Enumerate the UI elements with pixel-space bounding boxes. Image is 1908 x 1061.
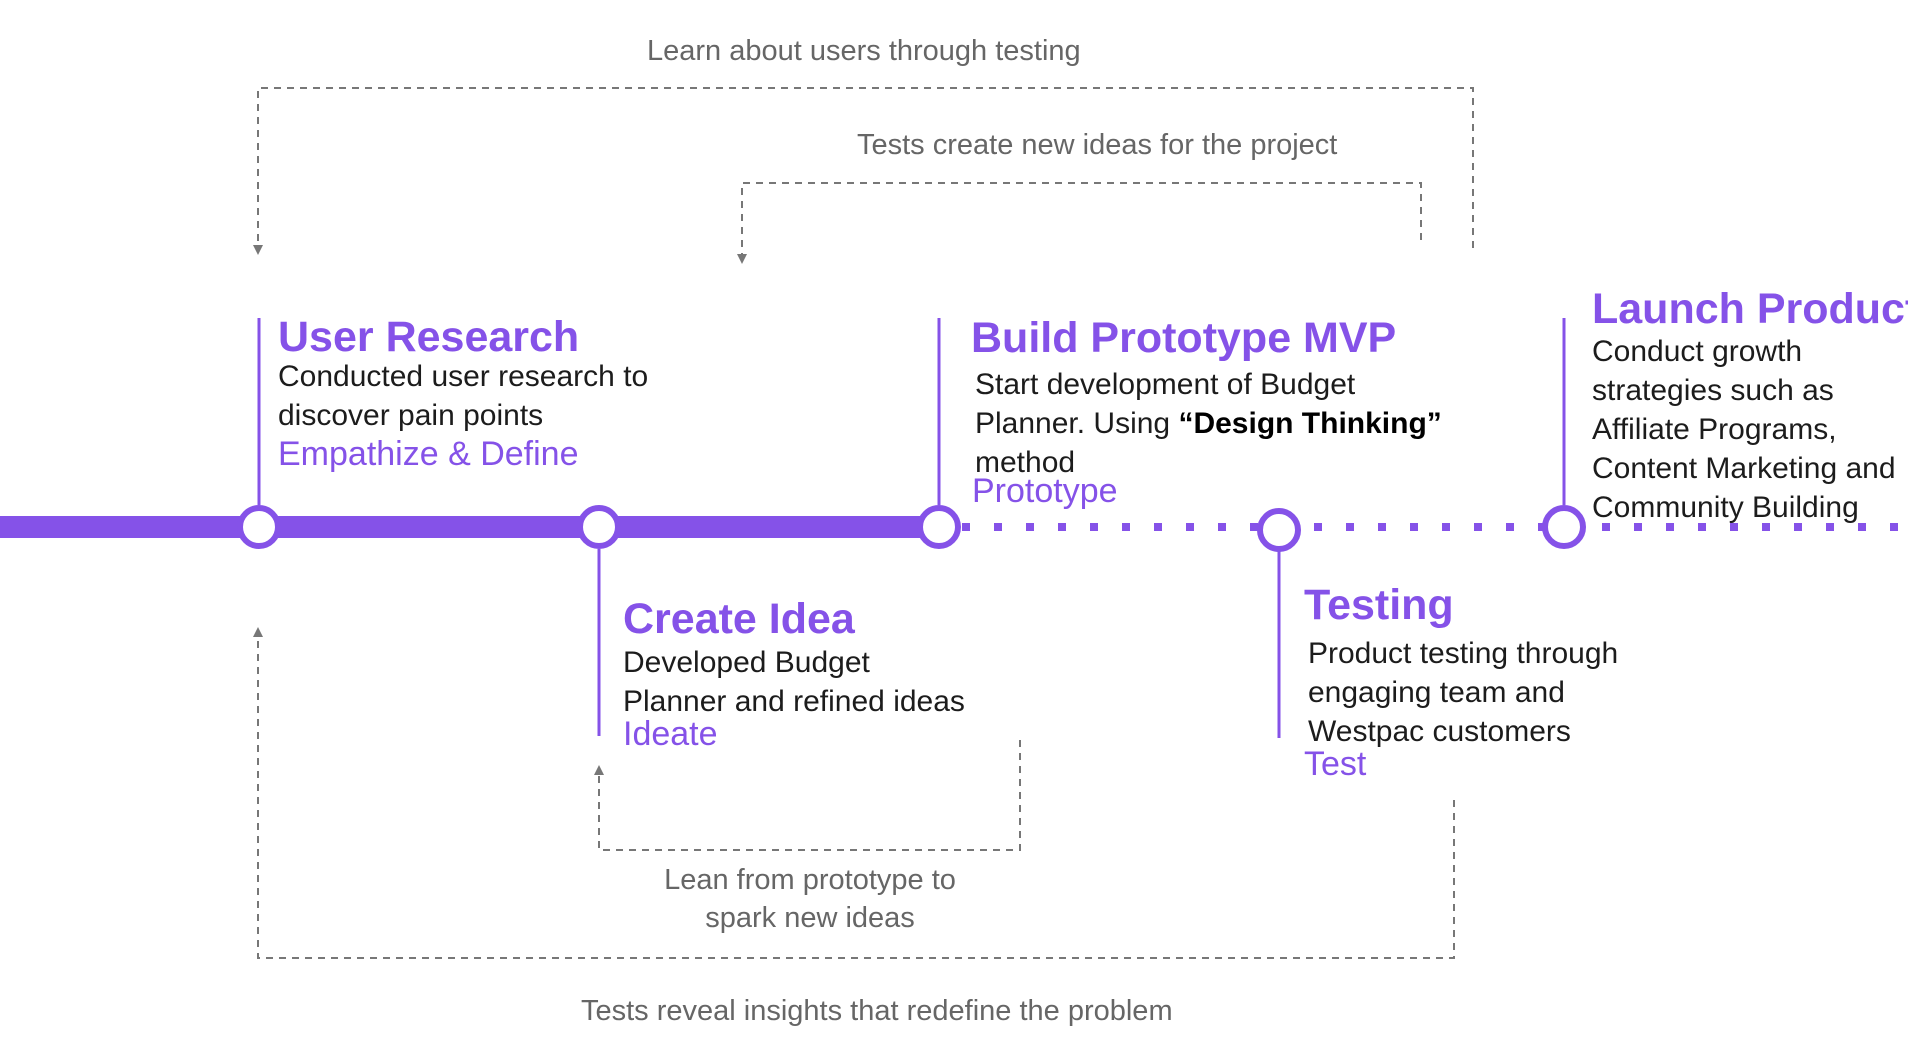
loop-label-lean-prototype-line-2: spark new ideas [705,902,915,934]
node-build-prototype [917,505,961,549]
stage-desc-testing: Product testing through engaging team an… [1308,634,1618,751]
stage-title-build-prototype: Build Prototype MVP [971,314,1397,362]
stage-desc-build-prototype: Start development of Budget Planner. Usi… [975,365,1442,482]
loop-label-lean-prototype: Lean from prototype to spark new ideas [660,861,960,937]
stage-desc-line: Conducted user research to [278,360,649,393]
stage-desc-line: Start development of Budget [975,368,1356,401]
node-user-research [237,505,281,549]
stage-desc-line: discover pain points [278,399,544,432]
stage-desc-emphasis: “Design Thinking” [1178,407,1442,440]
stage-desc-line: engaging team and [1308,676,1565,709]
stage-phase-build-prototype: Prototype [972,472,1118,510]
stage-desc-line: Conduct growth [1592,335,1803,368]
node-create-idea [577,505,621,549]
stage-desc-line: Community Building [1592,491,1859,524]
loop-lean-prototype [594,740,1021,851]
stage-phase-user-research: Empathize & Define [278,435,579,473]
stage-desc-launch-product: Conduct growth strategies such as Affili… [1592,332,1896,527]
stage-desc-line: Planner and refined ideas [623,685,965,718]
stage-title-user-research: User Research [278,313,580,361]
stage-desc-line: Product testing through [1308,637,1619,670]
stage-desc-line: strategies such as [1592,374,1834,407]
stage-desc-line: Content Marketing and [1592,452,1896,485]
stage-desc-line: Planner. Using “Design Thinking” [975,404,1442,443]
loop-learn-users [253,87,1474,255]
loop-tests-reveal [253,627,1455,959]
stage-desc-create-idea: Developed Budget Planner and refined ide… [623,643,965,721]
stage-desc-line: Westpac customers [1308,715,1571,748]
stage-desc-line: Affiliate Programs, [1592,413,1837,446]
loop-label-tests-reveal: Tests reveal insights that redefine the … [581,995,1173,1027]
stage-phase-create-idea: Ideate [623,715,718,753]
stage-desc-user-research: Conducted user research to discover pain… [278,357,648,435]
stage-title-create-idea: Create Idea [623,595,855,643]
loop-label-learn-users: Learn about users through testing [647,35,1081,67]
node-testing [1257,508,1301,552]
stage-desc-line: method [975,446,1076,479]
stage-desc-line: Developed Budget [623,646,870,679]
stage-title-testing: Testing [1304,581,1454,629]
stage-desc-text: Planner. Using [975,407,1179,440]
loop-tests-new-ideas [737,182,1422,264]
loop-label-lean-prototype-line-1: Lean from prototype to [664,864,956,896]
loop-label-tests-new-ideas: Tests create new ideas for the project [857,129,1338,161]
stage-title-launch-product: Launch Product! [1592,285,1908,333]
node-launch-product [1542,505,1586,549]
stage-phase-testing: Test [1304,745,1367,783]
